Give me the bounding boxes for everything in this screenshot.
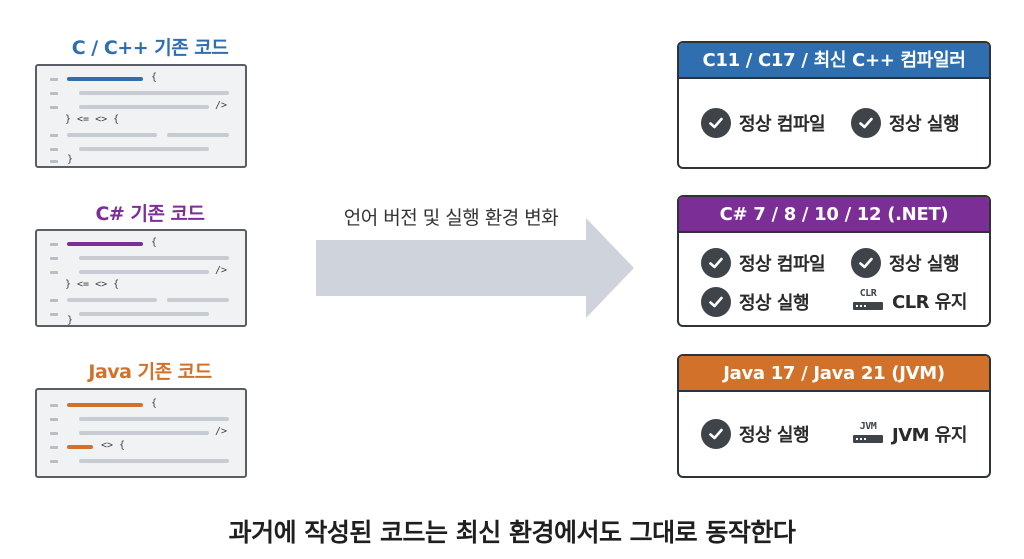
csharp-run-status-2: 정상 실행	[701, 287, 810, 317]
cpp-code-snippet: { /> } <= <> { }	[35, 64, 247, 168]
cpp-result-panel: C11 / C17 / 최신 C++ 컴파일러 정상 컴파일 정상 실행	[677, 41, 991, 169]
csharp-result-panel: C# 7 / 8 / 10 / 12 (.NET) 정상 컴파일 정상 실행 정…	[677, 195, 991, 327]
csharp-source-title: C# 기존 코드	[95, 203, 205, 225]
csharp-panel-header: C# 7 / 8 / 10 / 12 (.NET)	[679, 197, 989, 233]
jvm-runtime-icon: JVM	[852, 421, 884, 447]
java-run-status: 정상 실행	[701, 419, 810, 449]
check-circle-icon	[701, 419, 731, 449]
csharp-run-status: 정상 실행	[851, 248, 960, 278]
java-result-panel: Java 17 / Java 21 (JVM) 정상 실행 JVM JVM 유지	[677, 354, 991, 478]
clr-retained-status: CLR CLR 유지	[852, 288, 967, 314]
summary-caption: 과거에 작성된 코드는 최신 환경에서도 그대로 동작한다	[228, 518, 796, 547]
check-circle-icon	[701, 287, 731, 317]
java-panel-header: Java 17 / Java 21 (JVM)	[679, 356, 989, 392]
clr-runtime-icon: CLR	[852, 288, 884, 314]
java-code-snippet: { /> <> {	[35, 388, 247, 478]
check-circle-icon	[851, 108, 881, 138]
cpp-run-status: 정상 실행	[851, 108, 960, 138]
java-source-title: Java 기존 코드	[88, 361, 212, 383]
check-circle-icon	[701, 108, 731, 138]
check-circle-icon	[851, 248, 881, 278]
check-circle-icon	[701, 248, 731, 278]
cpp-source-title: C / C++ 기존 코드	[71, 37, 229, 59]
csharp-compile-status: 정상 컴파일	[701, 248, 826, 278]
cpp-panel-header: C11 / C17 / 최신 C++ 컴파일러	[679, 43, 989, 79]
jvm-retained-status: JVM JVM 유지	[852, 421, 967, 447]
csharp-code-snippet: { /> } <= <> { }	[35, 229, 247, 327]
transition-arrow-icon	[316, 218, 634, 318]
arrow-label: 언어 버전 및 실행 환경 변화	[343, 207, 559, 229]
cpp-compile-status: 정상 컴파일	[701, 108, 826, 138]
